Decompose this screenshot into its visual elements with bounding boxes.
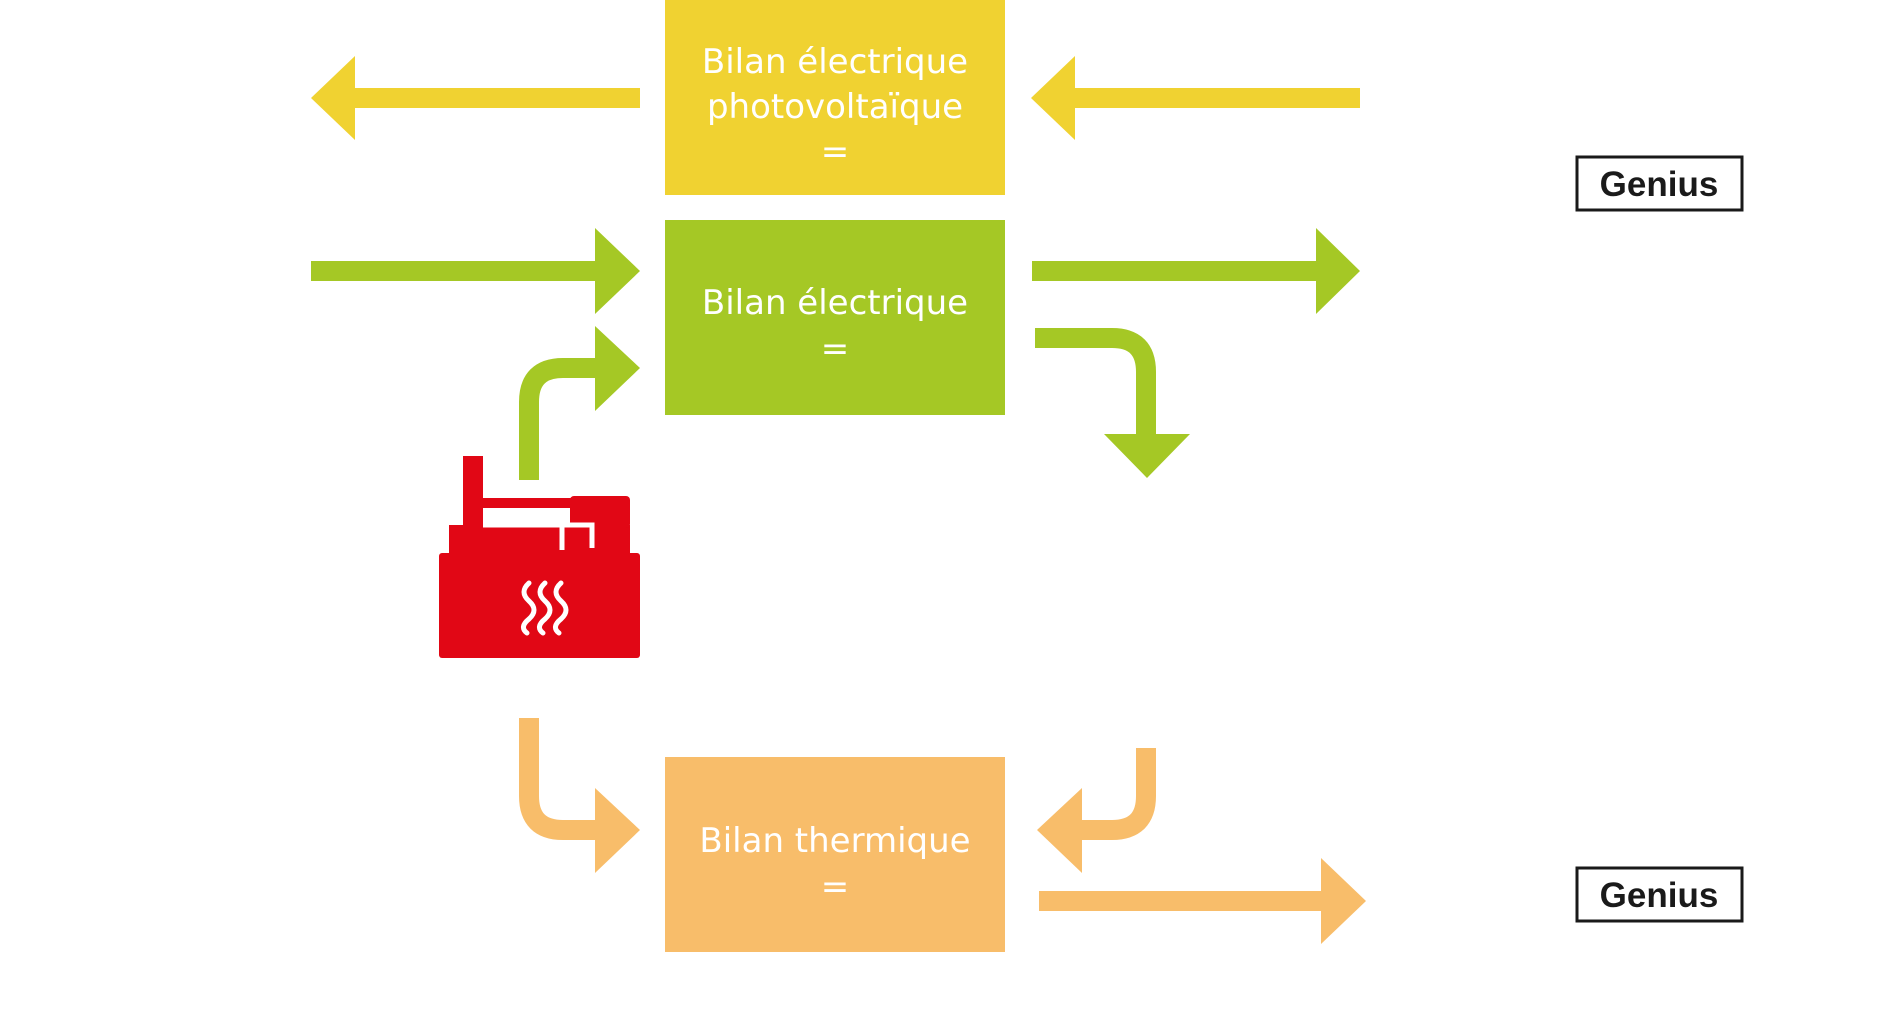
thermal-balance-box — [665, 757, 1005, 952]
electric-balance-box — [665, 220, 1005, 415]
genius-badge-top-label: Genius — [1600, 165, 1719, 204]
thermal-right-in-arrow — [1037, 748, 1156, 873]
electric-left-in-arrow — [311, 228, 640, 314]
thermal-balance-equals: = — [821, 867, 850, 907]
electric-balance-title: Bilan électrique — [702, 283, 968, 323]
boiler-icon — [439, 456, 640, 658]
pv-left-arrow — [311, 56, 640, 140]
genius-badge-bottom-label: Genius — [1600, 876, 1719, 915]
thermal-balance-title: Bilan thermique — [699, 821, 970, 861]
electric-balance-equals: = — [821, 329, 850, 369]
pv-balance-equals: = — [821, 132, 850, 172]
electric-down-arrow — [1035, 328, 1190, 478]
genius-badge-bottom: Genius — [1575, 866, 1744, 923]
pv-balance-title-line2: photovoltaïque — [707, 87, 963, 127]
pv-right-arrow — [1031, 56, 1360, 140]
thermal-right-out-arrow — [1039, 858, 1366, 944]
boiler-to-thermal-arrow — [519, 718, 640, 873]
pv-balance-box — [665, 0, 1005, 195]
genius-badge-top: Genius — [1575, 155, 1744, 212]
electric-right-out-arrow — [1032, 228, 1360, 314]
heat-waves-icon — [521, 580, 569, 636]
pv-balance-title-line1: Bilan électrique — [702, 42, 968, 82]
boiler-to-electric-arrow — [519, 326, 640, 480]
